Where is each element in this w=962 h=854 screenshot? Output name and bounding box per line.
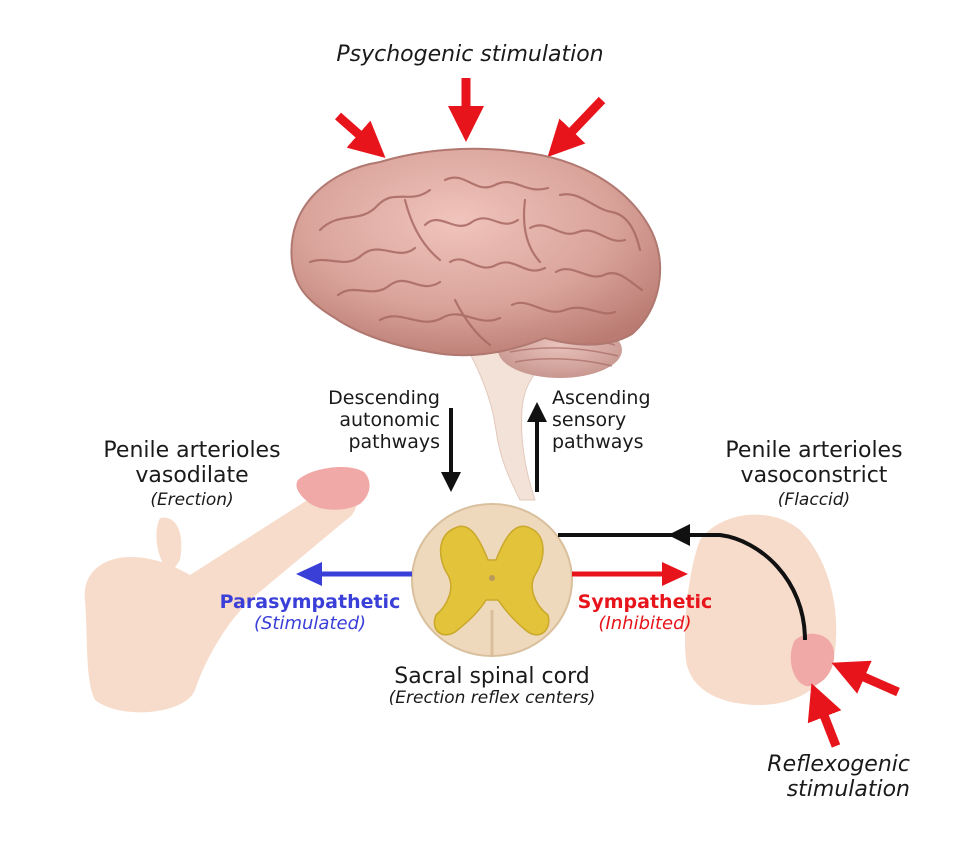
right-title: Penile arterioles vasoconstrict (Flaccid… xyxy=(684,438,944,510)
left-title-line-2: vasodilate xyxy=(135,463,249,489)
reflexogenic-arrows xyxy=(807,660,900,748)
ascending-label-line-3: pathways xyxy=(552,430,644,453)
spinal-cord-label: Sacral spinal cord (Erection reflex cent… xyxy=(352,664,632,709)
psychogenic-label: Psychogenic stimulation xyxy=(336,42,604,67)
parasympathetic-arrowhead xyxy=(296,562,322,586)
brainstem xyxy=(467,349,562,501)
sympathetic-arrowhead xyxy=(662,562,688,586)
reflex-afferent-arrowhead xyxy=(668,524,690,546)
ascending-label-line-1: Ascending xyxy=(552,387,651,409)
left-state: (Erection) xyxy=(150,489,234,510)
reflex-afferent-curve xyxy=(688,533,807,641)
descending-label-line-3: pathways xyxy=(348,430,440,453)
spinal-cord-name: Sacral spinal cord xyxy=(394,664,590,689)
right-penis-illustration xyxy=(684,514,837,705)
reflexogenic-arrow-right xyxy=(831,660,900,697)
descending-label-line-1: Descending xyxy=(328,387,440,409)
reflexogenic-arrow-bottom xyxy=(807,683,842,748)
ascending-label-line-2: sensory xyxy=(552,408,627,431)
descending-label-line-2: autonomic xyxy=(339,408,440,431)
parasympathetic-label: Parasympathetic (Stimulated) xyxy=(205,591,415,635)
reflexogenic-line-2: stimulation xyxy=(786,777,910,803)
psychogenic-arrows xyxy=(335,78,606,158)
sympathetic-label: Sympathetic (Inhibited) xyxy=(565,591,725,635)
left-title-line-1: Penile arterioles xyxy=(103,438,281,463)
brain-gyri xyxy=(308,176,644,347)
sympathetic-name: Sympathetic xyxy=(577,591,713,613)
brain-cerebrum xyxy=(290,147,662,357)
left-penis-illustration xyxy=(84,466,370,713)
parasympathetic-name: Parasympathetic xyxy=(219,591,401,613)
descending-label: Descending autonomic pathways xyxy=(300,387,440,454)
right-state: (Flaccid) xyxy=(777,489,851,510)
right-title-line-2: vasoconstrict xyxy=(740,463,888,489)
psychogenic-arrow-right xyxy=(547,96,606,158)
parasympathetic-state: (Stimulated) xyxy=(253,612,367,634)
spinal-cord-cross-section xyxy=(411,503,573,657)
psychogenic-arrow-left xyxy=(335,112,386,158)
reflexogenic-label: Reflexogenic stimulation xyxy=(720,752,910,803)
spinal-cord-sub: (Erection reflex centers) xyxy=(388,688,596,709)
reflexogenic-line-1: Reflexogenic xyxy=(767,752,910,777)
left-title: Penile arterioles vasodilate (Erection) xyxy=(62,438,322,510)
right-title-line-1: Penile arterioles xyxy=(725,438,903,463)
ascending-label: Ascending sensory pathways xyxy=(552,387,692,454)
sympathetic-state: (Inhibited) xyxy=(598,612,692,634)
